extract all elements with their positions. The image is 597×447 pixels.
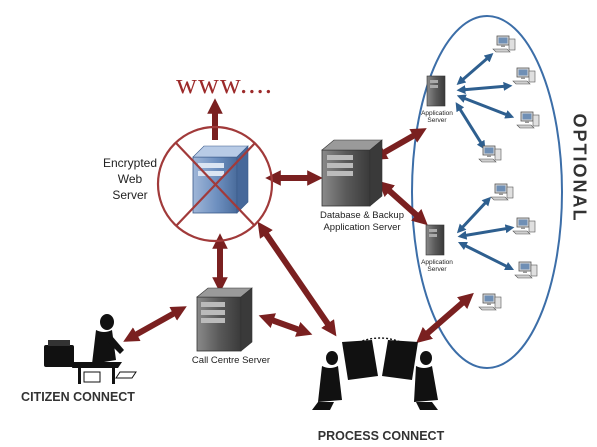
pc-icon <box>514 261 538 279</box>
application-server-icon <box>426 75 446 107</box>
prohibited-cross-icon <box>156 125 274 243</box>
pc-icon <box>516 111 540 129</box>
application-server-icon <box>425 224 445 256</box>
www-label: www.... <box>176 68 273 100</box>
web-server-icon <box>192 145 249 214</box>
application-server-2-label: Application Server <box>421 259 453 273</box>
arrow-process-pc <box>416 292 474 344</box>
database-server-icon <box>321 139 383 207</box>
arrow-app1-pc2 <box>456 81 513 95</box>
arrow-app2-pc7 <box>457 241 515 271</box>
pc-icon <box>492 35 516 53</box>
application-server-1-label: Application Server <box>421 110 453 124</box>
encrypted-web-server-label: Encrypted Web Server <box>102 156 158 202</box>
process-connect-operators-icon <box>312 337 438 410</box>
database-server-label: Database & Backup Application Server <box>320 210 404 233</box>
arrow-db-app1 <box>371 128 427 160</box>
pc-icon <box>490 183 514 201</box>
arrow-callcentre-process <box>258 313 313 337</box>
citizen-caller-icon <box>44 314 137 384</box>
arrow-citizen-callcentre <box>123 306 187 342</box>
arrow-web-process <box>257 221 337 337</box>
optional-label: OPTIONAL <box>569 113 590 223</box>
pc-icon <box>512 67 536 85</box>
call-centre-server-label: Call Centre Server <box>191 355 271 366</box>
pc-icon <box>478 145 502 163</box>
arrow-app1-pc3 <box>456 94 515 119</box>
pc-icon <box>512 217 536 235</box>
arrow-db-app2 <box>378 180 428 226</box>
arrow-app2-pc5 <box>456 196 492 234</box>
process-connect-label: PROCESS CONNECT <box>317 429 445 443</box>
citizen-connect-label: CITIZEN CONNECT <box>21 390 135 404</box>
arrow-app2-pc6 <box>457 224 515 240</box>
arrow-app1-pc1 <box>456 53 494 85</box>
pc-icon <box>478 293 502 311</box>
call-centre-server-icon <box>196 287 253 352</box>
optional-boundary-ellipse <box>411 15 563 369</box>
arrow-app1-pc4 <box>455 102 486 150</box>
